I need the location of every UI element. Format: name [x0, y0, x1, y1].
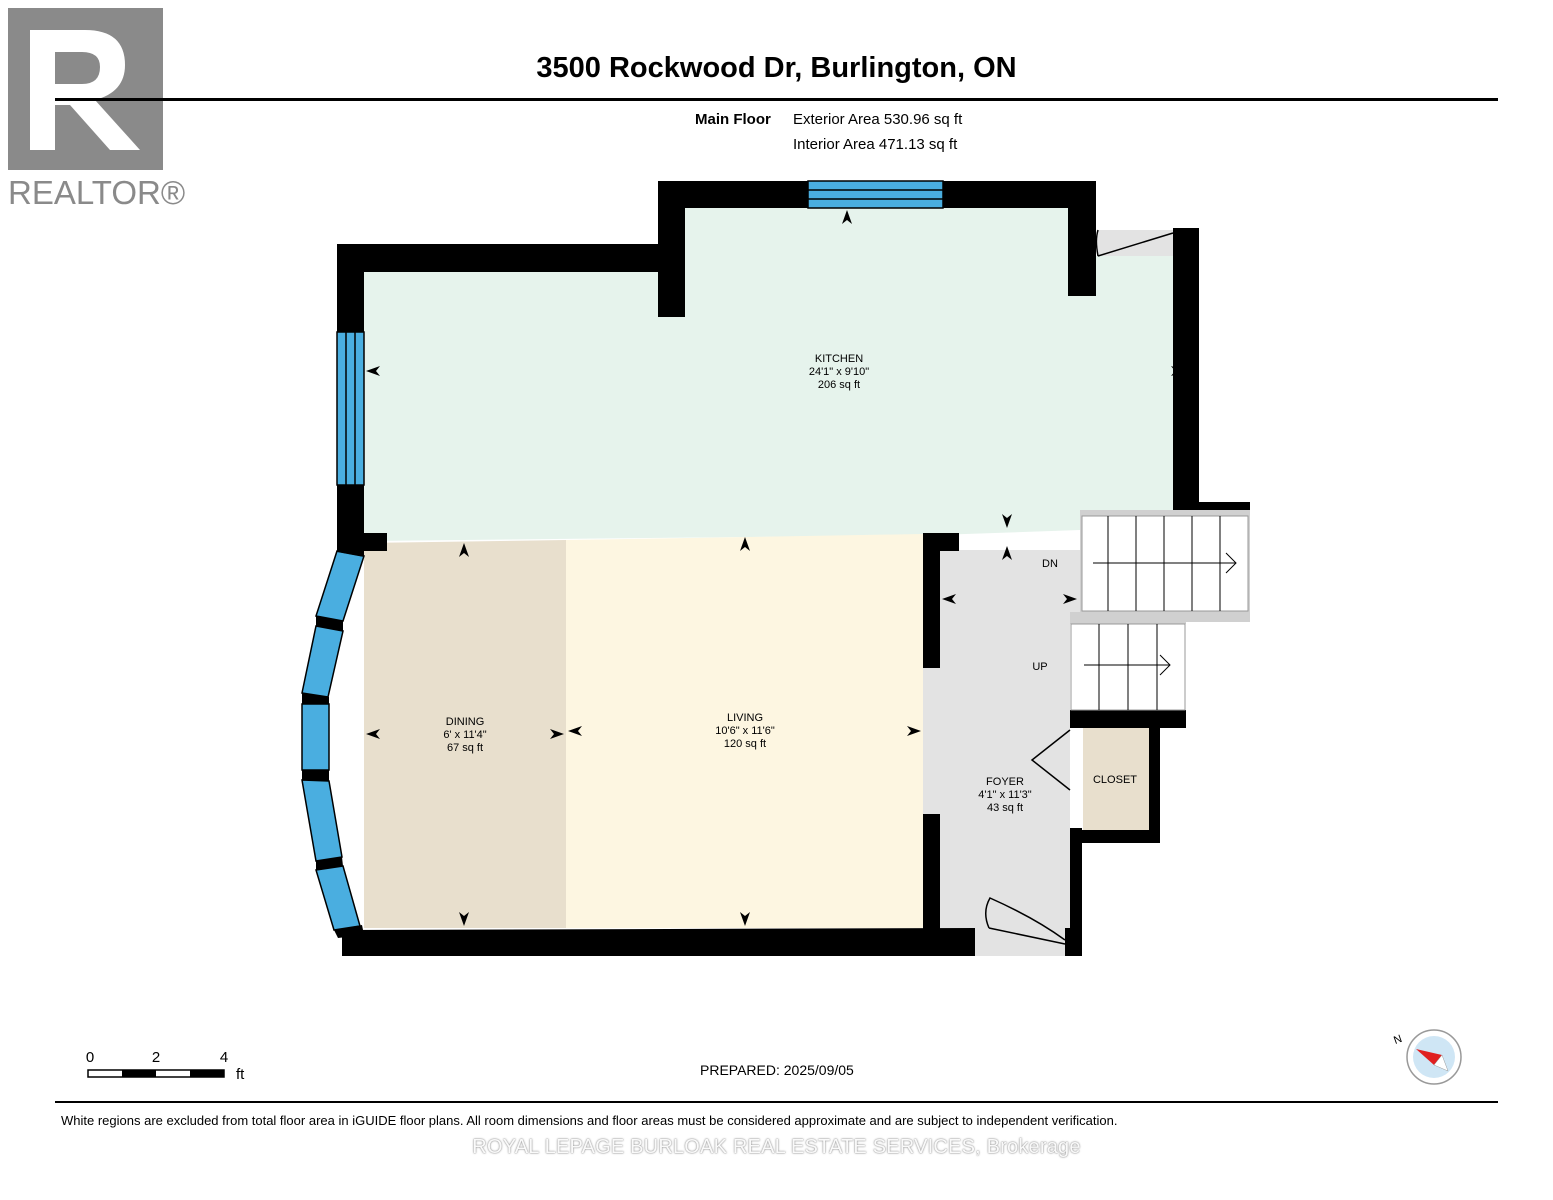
- stairs-down: [1080, 510, 1250, 622]
- foyer-label: FOYER: [986, 776, 1024, 788]
- living-area: 120 sq ft: [724, 738, 766, 750]
- prepared-date: PREPARED: 2025/09/05: [700, 1062, 854, 1078]
- scale-label-4: 4: [220, 1049, 228, 1066]
- closet-label: CLOSET: [1093, 774, 1137, 786]
- living-foyer-opening: [923, 668, 940, 814]
- kitchen-door-swing: [1095, 229, 1174, 257]
- closet-door: [1030, 729, 1071, 791]
- bay-window-2: [301, 625, 344, 698]
- dining-area: 67 sq ft: [447, 742, 483, 754]
- dining-room: [364, 540, 566, 928]
- brokerage-watermark: ROYAL LEPAGE BURLOAK REAL ESTATE SERVICE…: [472, 1136, 1081, 1158]
- exterior-area: Exterior Area 530.96 sq ft: [793, 111, 963, 128]
- dimension-markers: [366, 210, 1185, 926]
- dining-dims: 6' x 11'4": [443, 729, 486, 741]
- scale-bar: 0 2 4 ft: [86, 1049, 245, 1083]
- walls: [337, 181, 1250, 956]
- foyer-area: 43 sq ft: [987, 802, 1023, 814]
- living-room: [566, 534, 923, 928]
- bay-window-5: [315, 865, 361, 931]
- header-divider: [55, 98, 1498, 101]
- bay-window-mullions: [302, 545, 364, 938]
- interior-area: Interior Area 471.13 sq ft: [793, 136, 958, 153]
- scale-label-2: 2: [152, 1049, 160, 1066]
- bay-window-1: [315, 550, 365, 622]
- kitchen-dims: 24'1" x 9'10": [809, 366, 869, 378]
- scale-unit: ft: [236, 1066, 245, 1083]
- kitchen-left-window: [336, 331, 365, 486]
- foyer-room: [940, 550, 1080, 930]
- living-label: LIVING: [727, 712, 763, 724]
- closet-room: [1083, 728, 1149, 830]
- foyer-dims: 4'1" x 11'3": [978, 789, 1031, 801]
- doors: [985, 229, 1174, 945]
- kitchen-area: 206 sq ft: [818, 379, 860, 391]
- scale-label-0: 0: [86, 1049, 94, 1066]
- foyer-door-swing: [985, 897, 1066, 945]
- living-dims: 10'6" x 11'6": [715, 725, 775, 737]
- page-title: 3500 Rockwood Dr, Burlington, ON: [536, 52, 1017, 84]
- bay-window-3: [301, 703, 330, 771]
- stairs-up-label: UP: [1032, 661, 1047, 673]
- realtor-logo: REALTOR®: [8, 8, 185, 211]
- stairs-down-label: DN: [1042, 558, 1058, 570]
- bay-window-4: [301, 779, 343, 862]
- kitchen-label: KITCHEN: [815, 353, 863, 365]
- dining-label: DINING: [446, 716, 485, 728]
- floor-name: Main Floor: [695, 111, 771, 128]
- foyer-door-landing: [975, 928, 1065, 956]
- stairs-up: [1070, 612, 1186, 711]
- compass-north-label: N: [1392, 1033, 1404, 1047]
- kitchen-top-window: [807, 180, 944, 209]
- realtor-logo-text: REALTOR®: [8, 174, 185, 211]
- north-arrow-compass-icon: N: [1392, 1029, 1462, 1085]
- footer-divider: [55, 1101, 1498, 1103]
- kitchen-room: [364, 208, 1186, 541]
- disclaimer-text: White regions are excluded from total fl…: [61, 1113, 1118, 1128]
